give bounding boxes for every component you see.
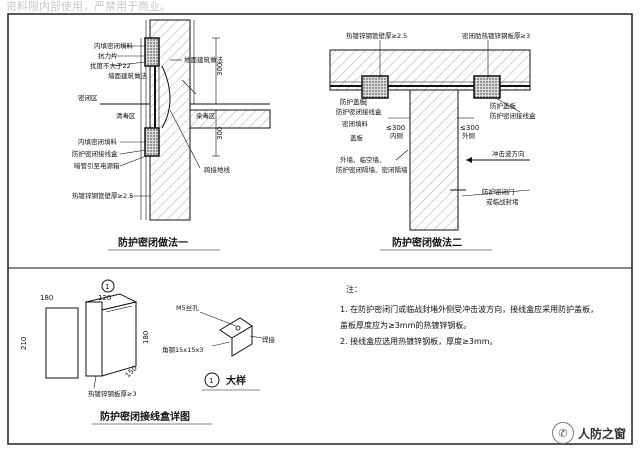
watermark-banner: 资料限内部使用，严禁用于商业。 [6, 0, 171, 13]
label-f2-impact: 冲击波方向 [492, 149, 525, 158]
label-f2-door-2: 或临战封堵 [486, 197, 519, 206]
detail-title: 大样 [226, 374, 246, 387]
label-conduit-note: 暗管引至电源箱 [74, 161, 120, 170]
callout-1-number: 1 [105, 283, 109, 291]
dim-120: 120 [98, 294, 111, 302]
dim-300-upper: 300 [216, 63, 224, 76]
figure-3: 1 180 120 210 180 150 热镀锌钢板厚≥3 防护密闭接线盒详图 [20, 279, 212, 425]
label-detail-angle: 角钢15x15x3 [162, 345, 203, 354]
label-f2-walls-2: 防护密闭隔墙、密闭隔墙 [336, 165, 408, 174]
detail-callout-marker [204, 372, 220, 388]
label-seal-box: 防护密闭接线盒 [72, 149, 118, 158]
notes-head: 注： [346, 284, 362, 294]
label-anti-force: 抗力片 [98, 51, 118, 60]
label-toxic-area: 染毒区 [196, 111, 216, 120]
notes-block: 注： 1. 在防护密闭门或临战封堵外侧受冲击波方向，接线盒应采用防护盖板， 盖板… [340, 284, 598, 346]
logo-text: 人防之窗 [577, 426, 626, 441]
label-detail-weld: 焊接 [262, 335, 276, 344]
label-f2-cover2: 盖板 [350, 133, 364, 142]
dim-outer-300: ≤300 [460, 124, 479, 132]
figure-1-title: 防护密闭做法一 [118, 236, 188, 249]
junction-box-lower [144, 127, 160, 157]
dim-300-lower: 300 [216, 127, 224, 140]
junction-box-right [473, 75, 501, 99]
label-f2-door: 防护密闭门 [482, 187, 515, 196]
label-detail-hole: M5丝孔 [176, 303, 199, 312]
sheet-border [7, 13, 633, 445]
dim-outer-label: 外侧 [462, 131, 475, 140]
label-wall-layer: 墙面建筑做法 [108, 71, 148, 80]
label-inner-fill: 内填密闭填料 [94, 41, 134, 50]
figure-2-title: 防护密闭做法二 [392, 236, 462, 249]
note-line-1: 1. 在防护密闭门或临战封堵外侧受冲击波方向，接线盒应采用防护盖板， [340, 304, 598, 314]
label-ground: 跨接地线 [204, 165, 231, 174]
detail-figure: M5丝孔 角钢15x15x3 焊接 1 大样 [162, 303, 276, 391]
label-floor-layer: 地面建筑做法 [184, 55, 224, 64]
label-f3-plate: 热镀锌钢板厚≥3 [88, 389, 137, 398]
label-f2-cover: 防护盖板 [340, 97, 367, 106]
label-seal-area: 密闭区 [78, 93, 98, 102]
dim-210: 210 [20, 337, 28, 350]
detail-callout-number: 1 [209, 377, 213, 385]
wall-section-2 [409, 89, 459, 231]
dim-inner-label: 内侧 [390, 131, 403, 140]
label-f2-box: 防护密闭接线盒 [336, 107, 382, 116]
label-f2-pipe: 热镀锌钢管壁厚≥2.5 [346, 31, 407, 40]
figure-1: 300 300 内填密闭填料 抗力片 扰度不大于22 地面建筑做法 墙面建筑做法… [72, 19, 271, 251]
dim-180-side: 180 [142, 331, 150, 344]
note-line-3: 2. 接线盒应选用热镀锌钢板，厚度≥3mm。 [340, 336, 498, 346]
label-pipe-note: 热镀锌钢管壁厚≥2.5 [72, 191, 133, 200]
dim-inner-300: ≤300 [386, 124, 405, 132]
label-f2-cover-right: 防护盖板 [490, 101, 517, 110]
callout-1-marker [101, 279, 115, 293]
junction-box-left [361, 75, 389, 99]
note-line-2: 盖板厚度应为≥3mm的热镀锌钢板。 [340, 320, 471, 330]
figure-3-title: 防护密闭接线盒详图 [100, 410, 190, 423]
label-f2-box-right: 防护密闭接线盒 [490, 111, 536, 120]
label-f2-fill: 密闭填料 [342, 119, 369, 128]
label-f2-plate: 密闭肋热镀锌钢板厚≥3 [462, 31, 530, 40]
dim-180-top: 180 [40, 294, 53, 302]
ground-wire [161, 65, 171, 129]
label-f2-walls: 外墙、临空墙、 [340, 155, 386, 164]
junction-box-upper [144, 37, 160, 67]
label-inner-fill-2: 内填密闭填料 [78, 137, 118, 146]
chat-bubble-icon: ✆ [551, 422, 574, 444]
floor-slab-1 [189, 109, 271, 129]
publisher-logo: ✆ 人防之窗 [551, 422, 626, 444]
box-plate [45, 307, 79, 379]
figure-2: ≤300 内侧 ≤300 外侧 热镀锌钢管壁厚≥2.5 密闭肋热镀锌钢板厚≥3 … [329, 31, 536, 251]
label-clean-area: 清毒区 [116, 111, 136, 120]
label-dim-sc22: 扰度不大于22 [90, 61, 131, 70]
